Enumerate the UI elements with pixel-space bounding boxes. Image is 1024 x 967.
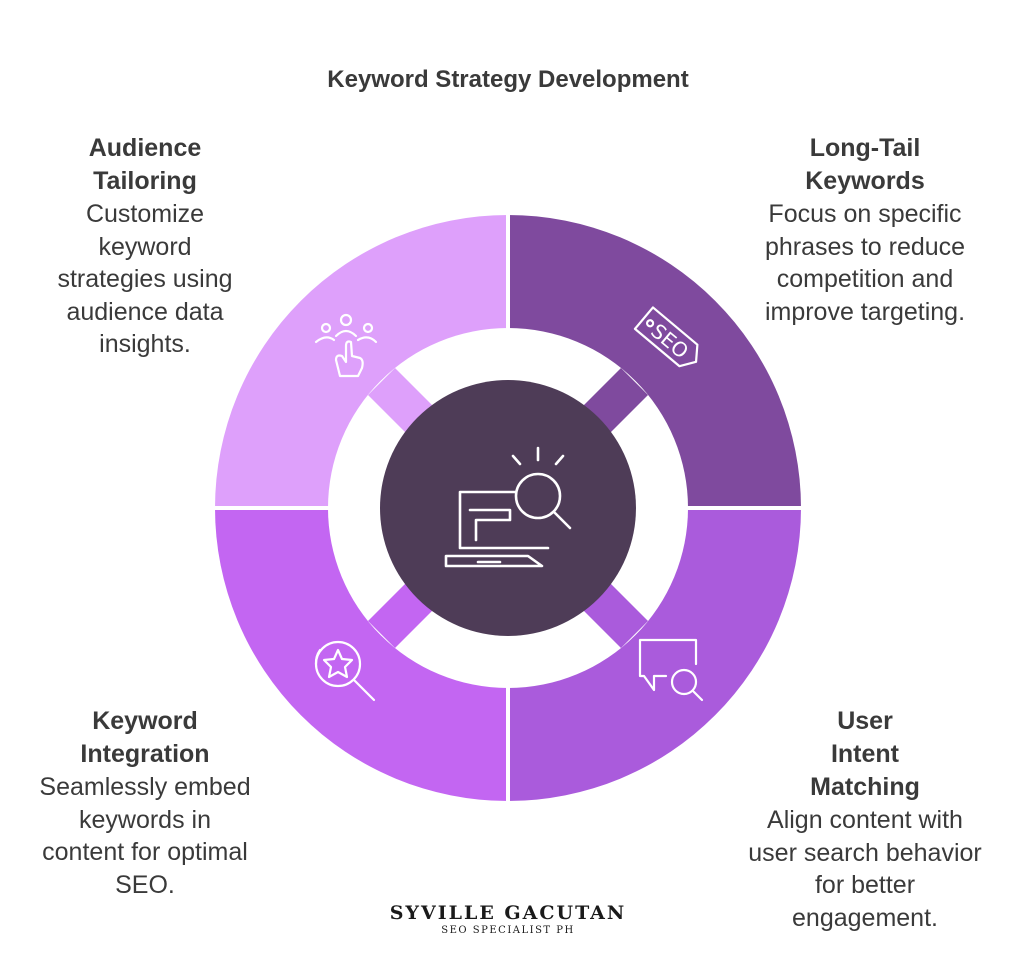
audience-click-icon xyxy=(314,313,378,378)
brand-logo-name: SYVILLE GACUTAN xyxy=(389,902,627,924)
integration-block: Keyword Integration Seamlessly embed key… xyxy=(15,705,275,901)
longtail-block: Long-Tail Keywords Focus on specific phr… xyxy=(735,132,995,328)
integration-description: Seamlessly embed keywords in content for… xyxy=(39,773,251,899)
chat-search-icon xyxy=(638,638,704,702)
audience-heading: Audience Tailoring xyxy=(88,134,202,195)
center-circle xyxy=(380,380,636,636)
intent-description: Align content with user search behavior … xyxy=(748,806,982,932)
longtail-heading: Long-Tail Keywords xyxy=(805,134,925,195)
longtail-description: Focus on specific phrases to reduce comp… xyxy=(764,200,966,326)
audience-description: Customize keyword strategies using audie… xyxy=(57,200,233,358)
diagram-title: Keyword Strategy Development xyxy=(327,66,689,93)
integration-heading: Keyword Integration xyxy=(80,707,210,768)
intent-heading: User Intent Matching xyxy=(810,707,920,801)
brand-logo-subtitle: SEO SPECIALIST PH xyxy=(441,925,575,936)
laptop-search-icon xyxy=(444,446,572,568)
audience-block: Audience Tailoring Customize keyword str… xyxy=(15,132,275,361)
intent-block: User Intent Matching Align content with … xyxy=(735,705,995,934)
star-search-icon xyxy=(314,640,376,702)
